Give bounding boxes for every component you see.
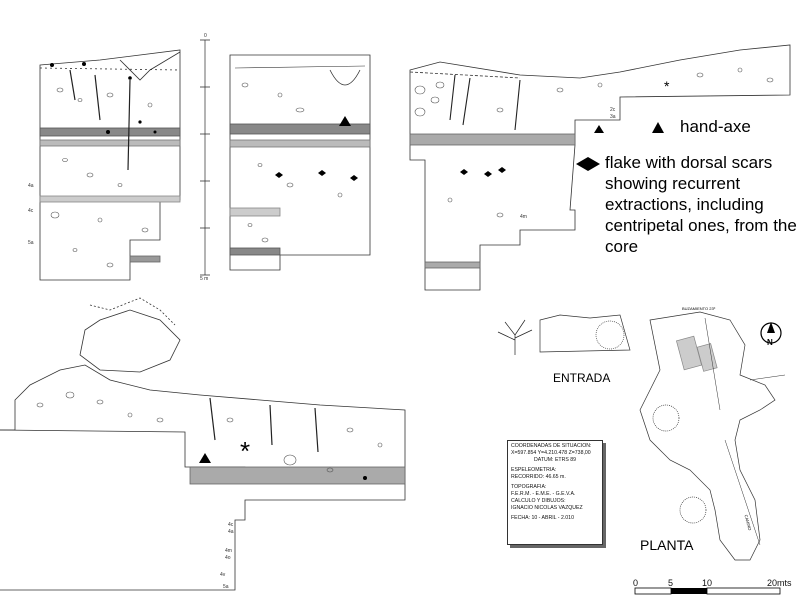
level-label: 4v	[220, 572, 226, 578]
legend-hand-axe-label: hand-axe	[680, 117, 751, 136]
level-label: 5a	[28, 240, 34, 246]
entrada-drawing	[497, 314, 631, 355]
north-label: N	[767, 338, 773, 347]
buzamiento-label: BUZAMIENTO 23º	[682, 306, 716, 311]
scale-tick-label: 0	[633, 578, 639, 588]
scale-tick-label: 5	[668, 578, 674, 588]
level-label: 4m	[225, 548, 232, 554]
hand-axe-marker	[339, 116, 351, 126]
star-marker-right: *	[664, 78, 670, 94]
datum: DATUM: ETRS 89	[534, 457, 576, 463]
legend-flake-label: flake with dorsal scars showing recurren…	[605, 153, 797, 256]
level-label: 4a	[228, 529, 234, 535]
level-label: 4c	[28, 208, 34, 214]
depth-bottom-label: 5 m	[200, 276, 209, 282]
topo-title: TOPOGRAFIA:	[511, 484, 547, 490]
espeleo-title: ESPELEOMETRIA:	[511, 467, 557, 473]
flake-marker	[275, 170, 358, 181]
section-bottom	[0, 297, 406, 591]
fecha: FECHA: 10 - ABRIL - 2.010	[511, 515, 574, 521]
planta-drawing	[639, 311, 786, 561]
north-arrow-icon	[760, 322, 782, 344]
level-label: 4m	[520, 214, 527, 220]
planta-label: PLANTA	[640, 537, 694, 553]
hand-axe-marker-bottom	[199, 453, 211, 463]
recorrido: RECORRIDO: 46.65 m.	[511, 474, 566, 480]
legend-flake-icon	[576, 157, 600, 171]
star-marker-bottom: *	[240, 436, 250, 466]
level-label: 5a	[223, 584, 229, 590]
topo-value: F.E.R.M. - E.M.E. - G.E.V.A.	[511, 491, 576, 497]
coord-title: COORDENADAS DE SITUACION:	[511, 443, 592, 449]
depth-top-label: 0	[204, 33, 207, 39]
section-top-right	[409, 44, 791, 291]
scale-tick-label: 20mts	[767, 578, 792, 588]
flake-markers-right	[460, 167, 506, 177]
section-top-center	[229, 54, 371, 271]
level-label: 2c	[610, 107, 616, 113]
coord-values: X=597.854 Y=4.210.478 Z=738,00	[511, 450, 591, 456]
hand-axe-marker-right	[594, 125, 604, 133]
level-label: 4o	[225, 555, 231, 561]
author: IGNACIO NICOLAS VAZQUEZ	[511, 505, 583, 511]
section-top-left	[39, 39, 210, 281]
level-label: 4c	[228, 522, 234, 528]
legend-hand-axe-icon	[652, 122, 664, 133]
scale-bar	[634, 587, 781, 595]
entrada-label: ENTRADA	[553, 371, 611, 385]
calc-title: CALCULO Y DIBUJOS:	[511, 498, 566, 504]
level-label: 4a	[28, 183, 34, 189]
survey-info-box: COORDENADAS DE SITUACION: X=597.854 Y=4.…	[507, 440, 603, 545]
level-label: 3a	[610, 114, 616, 120]
scale-tick-label: 10	[702, 578, 713, 588]
